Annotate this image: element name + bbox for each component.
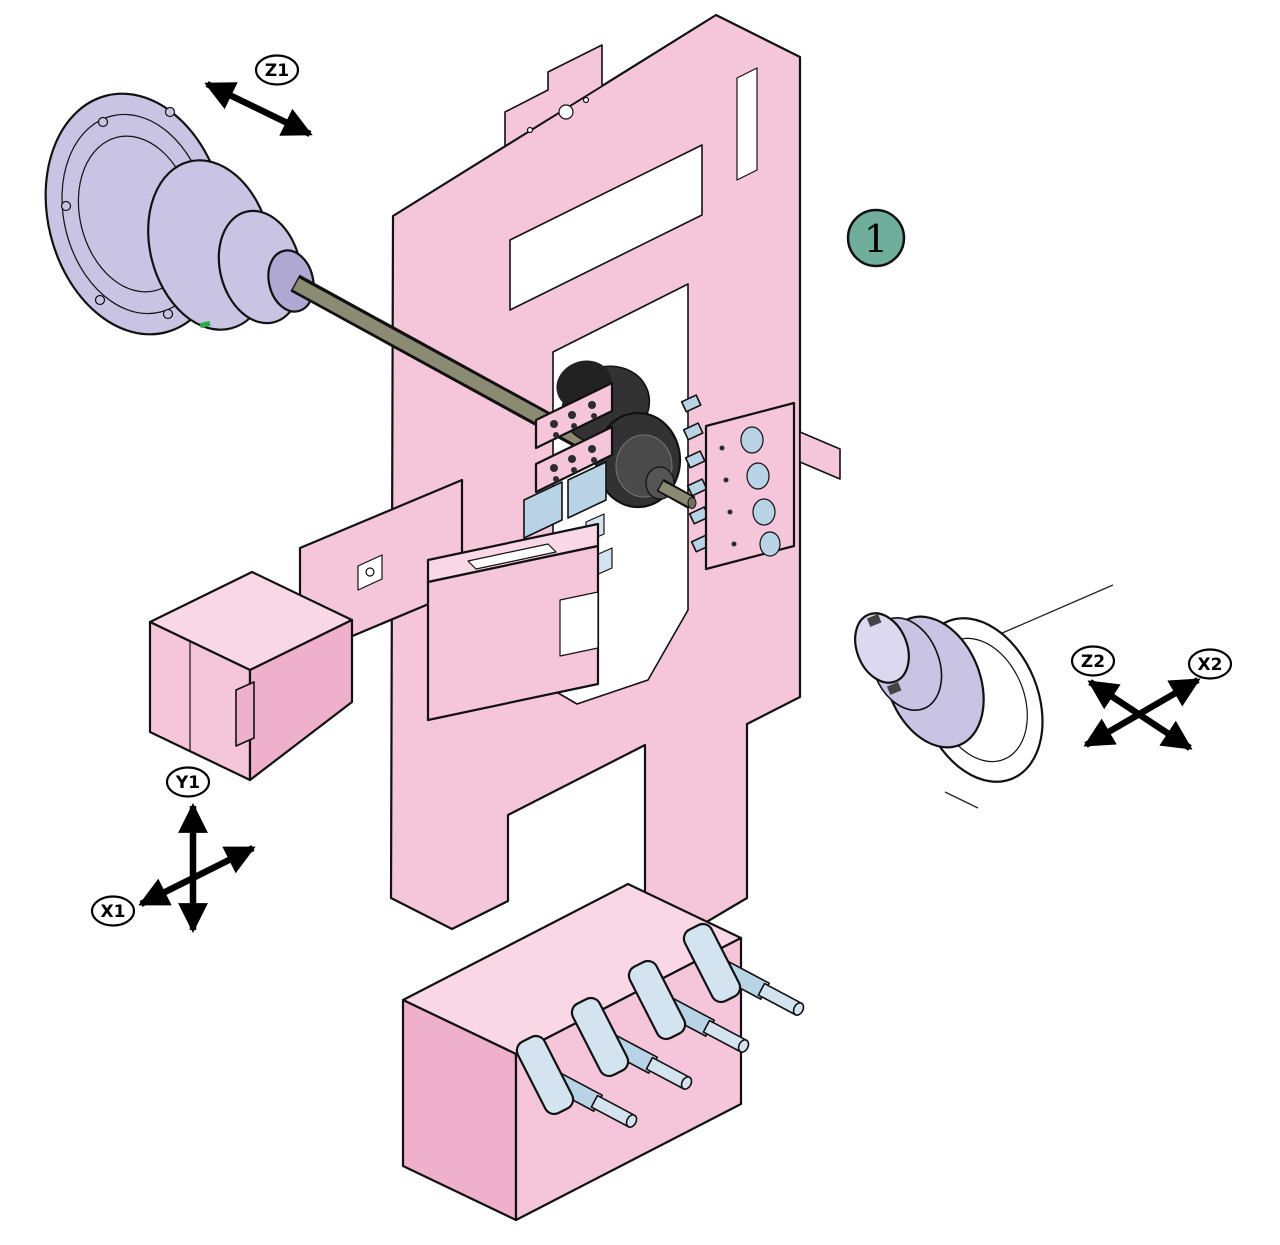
bracket-pin-hole bbox=[365, 567, 375, 577]
z1-axis-arrow-icon bbox=[204, 81, 313, 137]
sub-spindle-cap bbox=[854, 612, 910, 684]
x1-axis-label: X1 bbox=[90, 895, 136, 927]
gang-tool bbox=[570, 996, 693, 1090]
callout-number: 1 bbox=[864, 217, 888, 261]
x2-axis-arrow-icon bbox=[1083, 677, 1201, 748]
z1-axis-label: Z1 bbox=[254, 54, 300, 86]
tool-post-slot bbox=[467, 543, 557, 570]
tool-clamp bbox=[567, 461, 607, 519]
gang-tool-block bbox=[401, 882, 805, 1222]
workpiece-tip bbox=[687, 497, 697, 509]
z2-axis-label: Z2 bbox=[1070, 645, 1116, 677]
x1-axis-arrow-icon bbox=[138, 845, 256, 907]
sub-spindle bbox=[854, 584, 1114, 809]
svg-text:Z1: Z1 bbox=[265, 61, 289, 81]
slab-holes bbox=[550, 445, 597, 482]
callout-1: 1 bbox=[846, 208, 906, 268]
x2-axis-label: X2 bbox=[1187, 648, 1233, 680]
cap-tab bbox=[866, 614, 882, 627]
svg-text:Z2: Z2 bbox=[1081, 652, 1105, 672]
cap-tab bbox=[886, 682, 902, 695]
gang-tool bbox=[627, 959, 750, 1053]
motor-right-face bbox=[248, 618, 354, 782]
tool-holder-slabs bbox=[523, 381, 614, 577]
right-tool-plate bbox=[680, 394, 796, 571]
z1-axis: Z1 bbox=[204, 54, 313, 137]
slab-holes bbox=[550, 401, 597, 438]
sketch-line bbox=[944, 791, 979, 809]
motor-terminal bbox=[235, 681, 255, 747]
frame-bolt-dot bbox=[582, 96, 590, 104]
y1-x1-axes: Y1 X1 bbox=[90, 766, 256, 933]
plate-sockets bbox=[740, 426, 781, 557]
tool-post bbox=[426, 522, 600, 722]
frame-side-bracket bbox=[799, 431, 841, 480]
sketch-line bbox=[999, 584, 1114, 635]
gang-tool bbox=[682, 922, 805, 1016]
svg-text:Y1: Y1 bbox=[175, 773, 200, 793]
frame-top-step bbox=[504, 44, 603, 147]
chuck-bolt-holes bbox=[60, 106, 176, 320]
gang-tool bbox=[515, 1034, 638, 1128]
svg-text:X2: X2 bbox=[1198, 655, 1223, 675]
spindle-marker bbox=[199, 320, 211, 329]
svg-text:X1: X1 bbox=[101, 902, 126, 922]
plate-bolt-dots bbox=[719, 445, 737, 547]
plate-body bbox=[704, 401, 796, 571]
callout-circle bbox=[846, 208, 906, 268]
z2-x2-axes: Z2 X2 bbox=[1070, 645, 1233, 751]
frame-bore-hole bbox=[558, 104, 574, 120]
tool-post-notch bbox=[559, 591, 599, 657]
frame-bolt-dot bbox=[526, 126, 534, 134]
tool-clamp bbox=[523, 481, 563, 539]
y1-axis-label: Y1 bbox=[165, 766, 211, 798]
motor-assembly bbox=[148, 570, 354, 782]
main-spindle bbox=[44, 92, 315, 336]
frame-slot bbox=[736, 67, 758, 181]
frame-top-window bbox=[509, 144, 703, 311]
